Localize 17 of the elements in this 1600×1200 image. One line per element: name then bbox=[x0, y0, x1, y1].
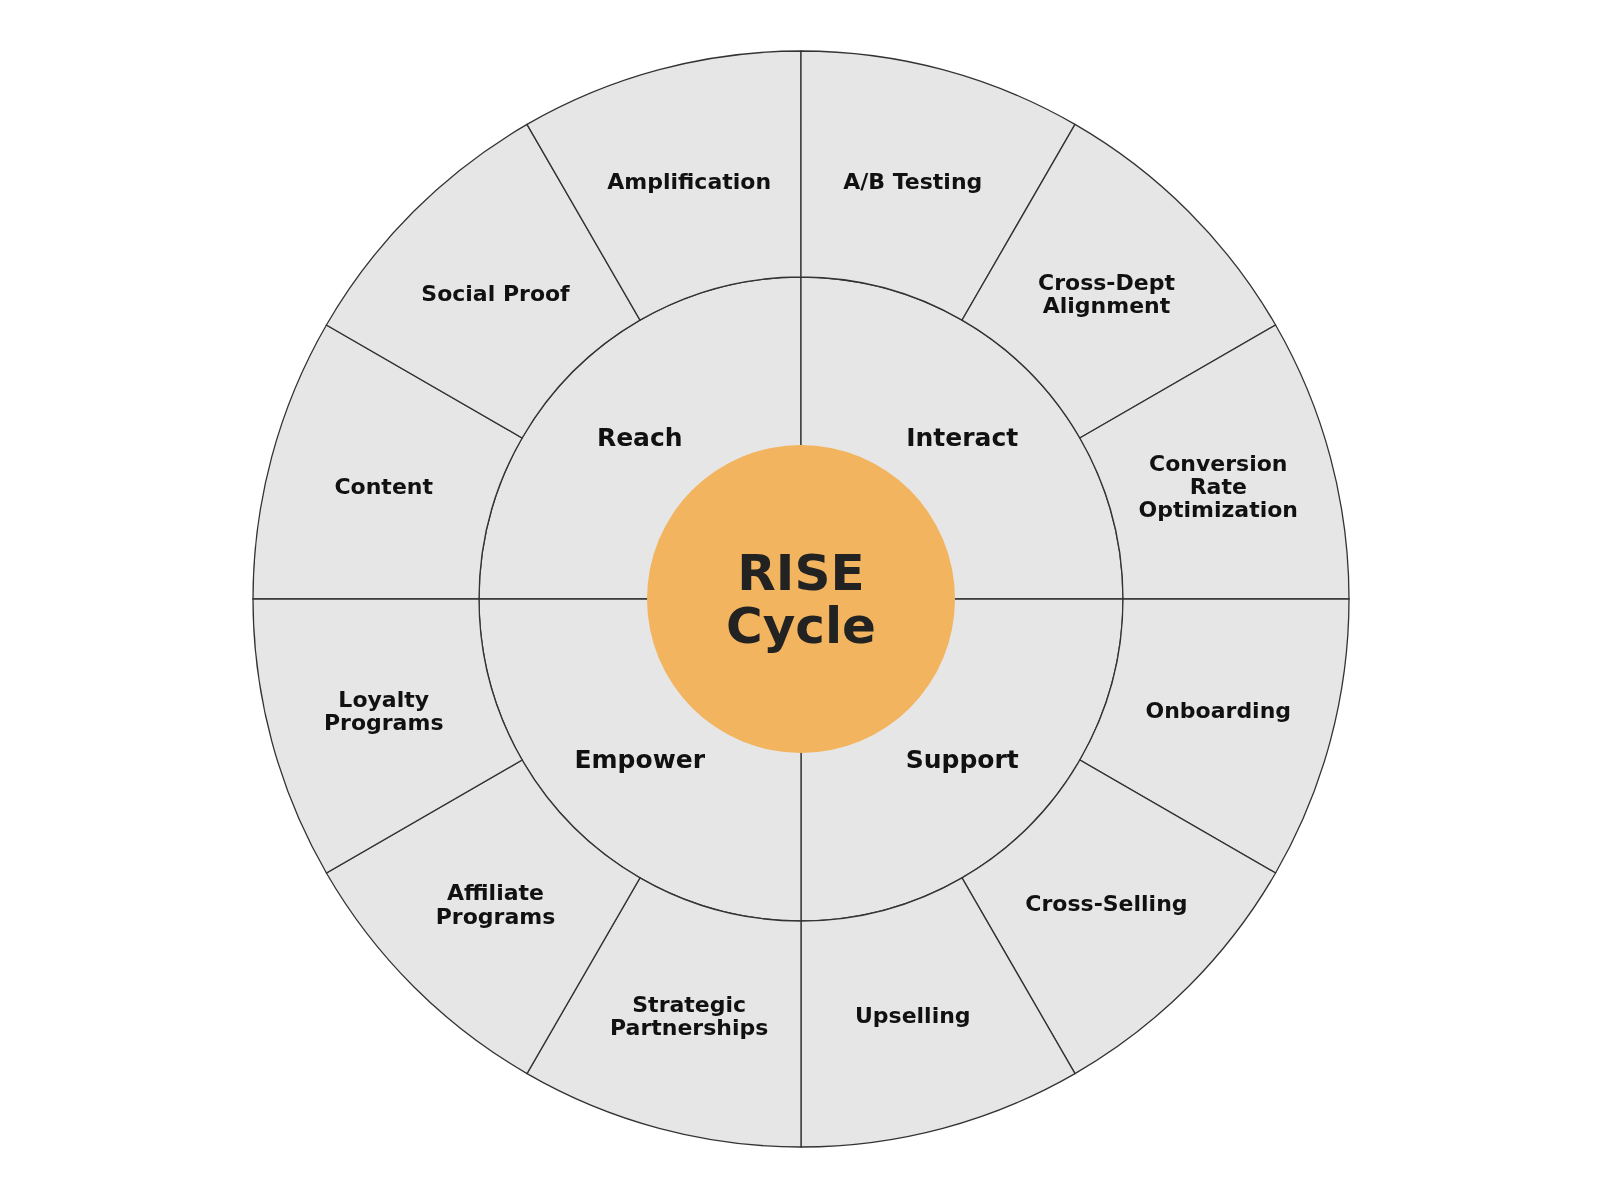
center-title: RISE Cycle bbox=[725, 546, 877, 652]
segment-label: Empower bbox=[573, 747, 707, 774]
segment-label: Support bbox=[904, 747, 1020, 774]
segment-label: Onboarding bbox=[1144, 699, 1293, 723]
segment-label: Cross-Dept Alignment bbox=[1037, 270, 1176, 317]
segment-label: Social Proof bbox=[420, 281, 571, 306]
segment-label: Conversion Rate Optimization bbox=[1138, 452, 1299, 522]
segment-label: Affiliate Programs bbox=[434, 881, 557, 928]
segment-label: Amplification bbox=[606, 170, 773, 194]
segment-label: Cross-Selling bbox=[1024, 892, 1189, 916]
segment-label: Loyalty Programs bbox=[322, 687, 445, 734]
segment-label: Upselling bbox=[853, 1004, 972, 1028]
segment-label: Reach bbox=[595, 424, 684, 451]
segment-label: Strategic Partnerships bbox=[609, 993, 770, 1040]
segment-label: Content bbox=[333, 475, 434, 499]
segment-label: Interact bbox=[905, 424, 1020, 451]
segment-label: A/B Testing bbox=[842, 170, 984, 194]
